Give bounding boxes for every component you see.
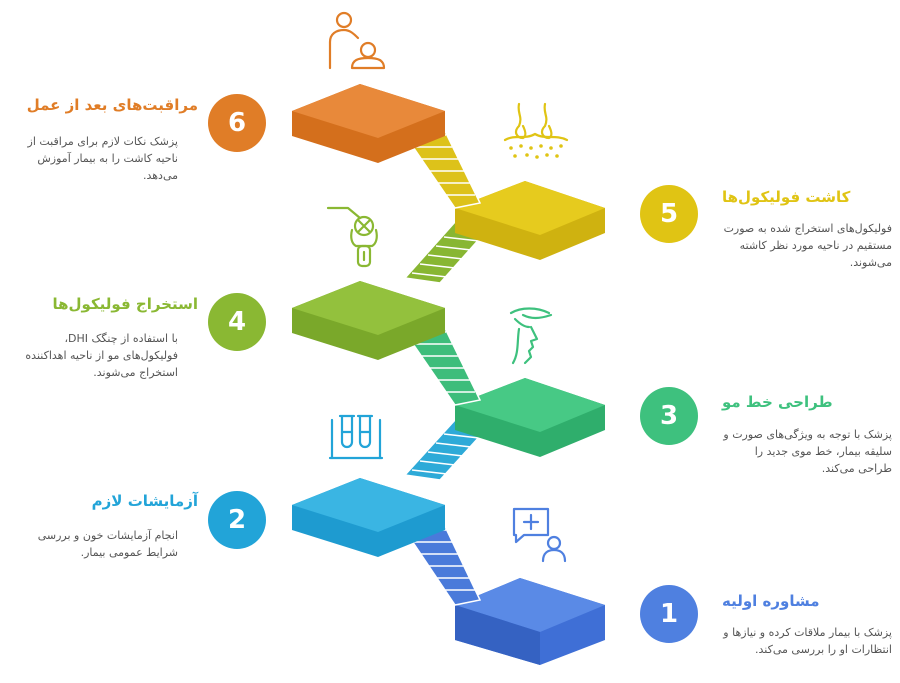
step-desc-3: پزشک با توجه به ویژگی‌های صورت و سلیقه ب… — [723, 428, 892, 475]
platform-4 — [292, 281, 445, 360]
step-number-1: 1 — [640, 585, 698, 643]
step-title-6: مراقبت‌های بعد از عمل — [26, 96, 198, 114]
step-number-2: 2 — [208, 491, 266, 549]
stairs-3-2 — [403, 419, 492, 481]
platform-2 — [292, 478, 445, 557]
step-number-5: 5 — [640, 185, 698, 243]
caregiver-icon — [328, 11, 386, 70]
step-title-1: مشاوره اولیه — [722, 592, 820, 610]
platform-3 — [455, 378, 605, 457]
platform-1 — [455, 578, 605, 665]
step-number-3: 3 — [640, 387, 698, 445]
face-profile-icon — [509, 307, 553, 365]
step-number-6: 6 — [208, 94, 266, 152]
step-number-4: 4 — [208, 293, 266, 351]
step-desc-5: فولیکول‌های استخراج شده به صورت مستقیم د… — [723, 222, 892, 269]
hair-follicle-icon — [503, 102, 569, 159]
stairs-2-1 — [396, 519, 482, 606]
step-title-4: استخراج فولیکول‌ها — [52, 295, 199, 313]
step-desc-2: انجام آزمایشات خون و بررسی شرایط عمومی ب… — [37, 529, 178, 559]
step-title-5: کاشت فولیکول‌ها — [722, 188, 851, 206]
consultation-icon — [512, 507, 567, 563]
test-tubes-icon — [328, 414, 384, 460]
step-title-2: آزمایشات لازم — [91, 492, 198, 510]
step-desc-6: پزشک نکات لازم برای مراقبت از ناحیه کاشت… — [27, 135, 178, 182]
platform-6 — [292, 84, 445, 163]
extraction-tool-icon — [326, 206, 378, 268]
step-desc-1: پزشک با بیمار ملاقات کرده و نیازها و انت… — [723, 626, 892, 656]
step-title-3: طراحی خط مو — [722, 393, 833, 411]
step-desc-4: با استفاده از چنگک DHI، فولیکول‌های مو ا… — [25, 332, 178, 379]
platform-5 — [455, 181, 605, 260]
